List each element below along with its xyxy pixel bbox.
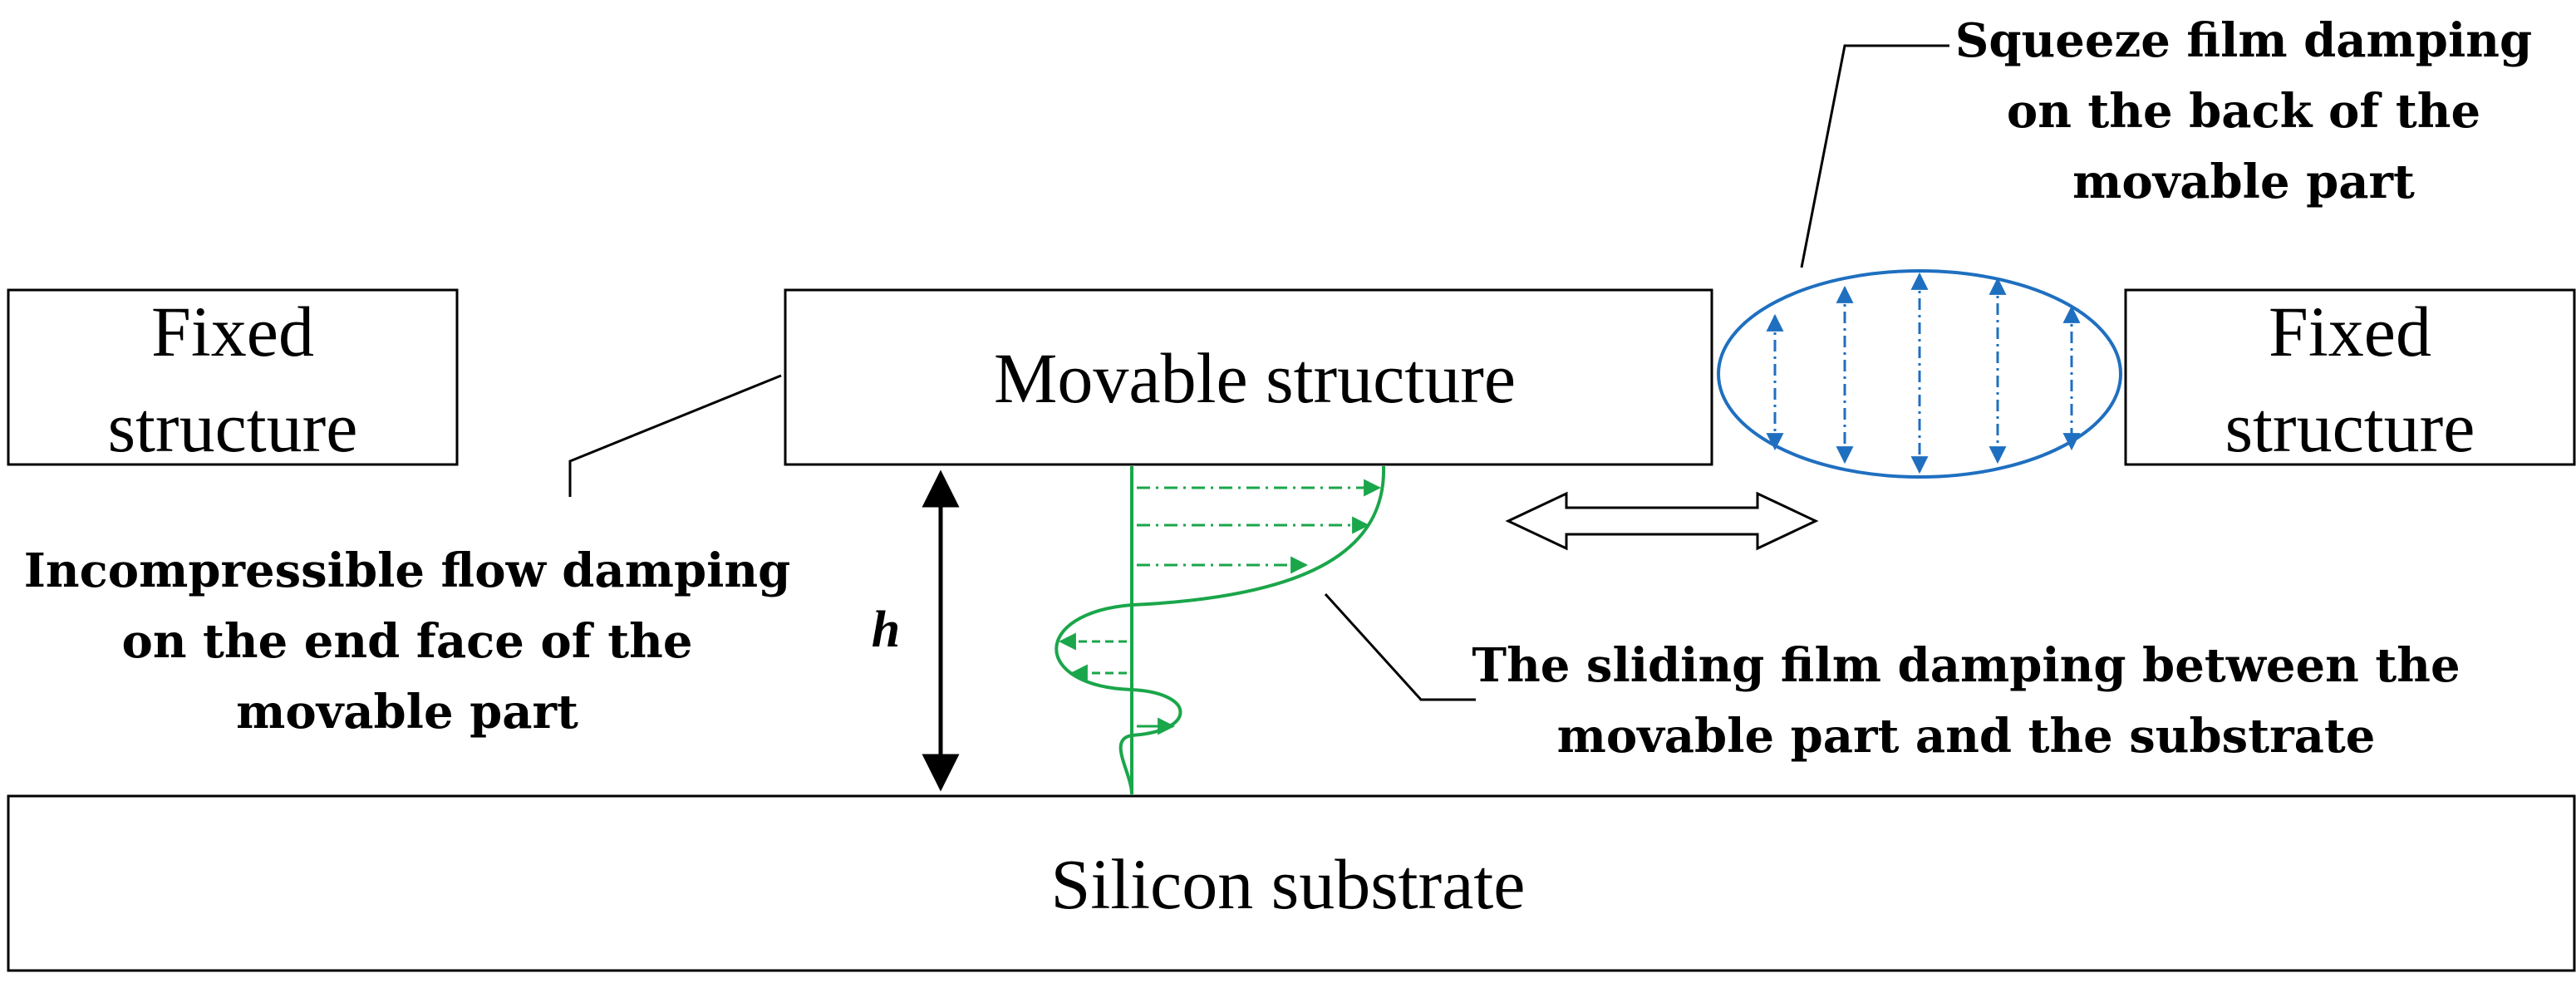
silicon-substrate-label: Silicon substrate: [1051, 844, 1526, 924]
incompressible-annotation-line2: on the end face of the: [121, 614, 692, 669]
incompressible-annotation: Incompressible flow damping on the end f…: [24, 543, 791, 740]
squeeze-film-ellipse: [1717, 269, 2122, 479]
squeeze-annotation-line3: movable part: [2072, 155, 2415, 209]
fixed-structure-left-label-line2: structure: [108, 387, 358, 467]
sliding-annotation: The sliding film damping between the mov…: [1472, 638, 2460, 764]
fixed-structure-left-label-line1: Fixed: [151, 292, 314, 371]
silicon-substrate-box: [7, 794, 2576, 972]
motion-double-arrow: [1505, 491, 1819, 551]
sliding-film-profile: [1054, 465, 1386, 795]
silicon-substrate: Silicon substrate: [7, 794, 2576, 972]
movable-structure-box: [784, 288, 1713, 466]
squeeze-annotation-line2: on the back of the: [2007, 84, 2480, 139]
squeeze-leader-line: [1800, 44, 1949, 268]
sliding-annotation-line2: movable part and the substrate: [1557, 709, 2376, 764]
incompressible-leader-line: [568, 374, 782, 497]
squeeze-annotation: Squeeze film damping on the back of the …: [1955, 13, 2532, 209]
squeeze-film-profile: [1717, 269, 2122, 479]
fixed-structure-right: Fixed structure: [2124, 288, 2576, 467]
squeeze-annotation-line1: Squeeze film damping: [1955, 13, 2532, 68]
sliding-film-velocity-curve: [1054, 465, 1386, 795]
movable-structure-label: Movable structure: [994, 338, 1516, 418]
gap-dimension: h: [872, 469, 960, 792]
gap-label-h: h: [872, 602, 900, 658]
fixed-structure-left: Fixed structure: [7, 288, 459, 467]
incompressible-annotation-line3: movable part: [236, 685, 578, 740]
movable-structure: Movable structure: [784, 288, 1713, 466]
sliding-annotation-line1: The sliding film damping between the: [1472, 638, 2460, 693]
fixed-structure-right-label-line1: Fixed: [2269, 292, 2431, 371]
fixed-structure-right-box: [2124, 288, 2576, 466]
fixed-structure-right-label-line2: structure: [2225, 387, 2475, 467]
fixed-structure-left-box: [7, 288, 459, 466]
incompressible-annotation-line1: Incompressible flow damping: [24, 543, 791, 598]
sliding-leader-line: [1324, 592, 1476, 701]
